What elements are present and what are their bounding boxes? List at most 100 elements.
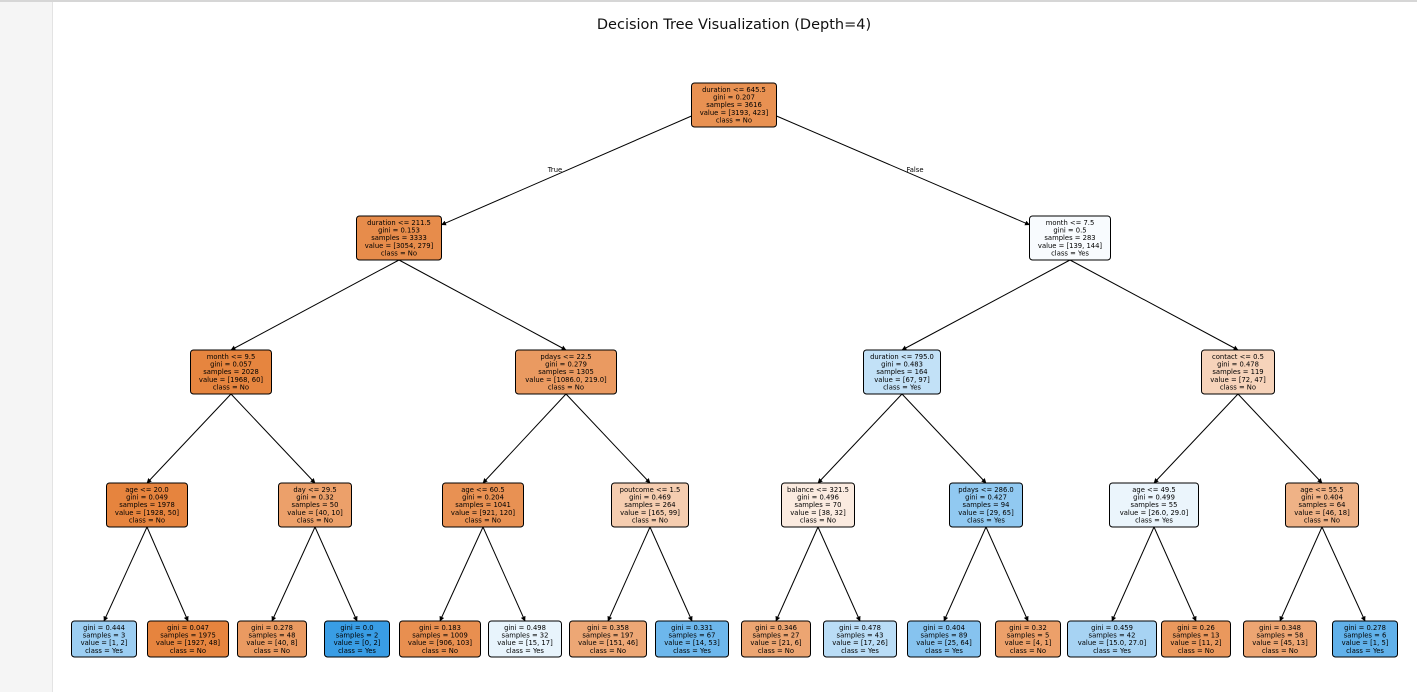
node-text-line: value = [15, 17] [497,639,553,647]
node-box [190,349,272,395]
node-text-line: class = Yes [1135,516,1173,524]
node-text-line: class = Yes [85,647,123,655]
node-text-line: value = [139, 144] [1038,242,1103,250]
node-text-line: gini = 0.5 [1053,227,1086,235]
node-text-line: class = Yes [1051,249,1089,257]
node-text-line: pdays <= 22.5 [540,353,591,361]
node-text-line: gini = 0.427 [965,494,1007,502]
node-text-line: samples = 42 [1089,632,1136,640]
node-text-line: value = [26.0, 29.0] [1120,509,1189,517]
node-text-line: age <= 55.5 [1300,486,1344,494]
edge-label-true: True [547,166,562,174]
node-text-line: class = No [800,516,836,524]
node-text-line: value = [38, 32] [790,509,846,517]
node-text-line: gini = 0.358 [587,624,629,632]
node-text-line: class = No [129,516,165,524]
node-text-line: class = No [1304,516,1340,524]
node-text-line: value = [1927, 48] [156,639,221,647]
tree-edge-n17-n18 [817,393,903,484]
tree-edge-n3-n5 [146,526,189,622]
node-text-line: samples = 1009 [412,632,468,640]
tree-edge-n9-n13 [565,393,651,484]
node-text-line: class = No [297,516,333,524]
tree-edge-n16-n24 [1069,259,1239,351]
tree-edge-n28-n30 [1321,526,1366,622]
tree-edge-n18-n19 [775,526,819,622]
node-text-line: gini = 0.047 [167,624,209,632]
node-text-line: samples = 264 [624,501,675,509]
node-text-line: samples = 6 [1344,632,1387,640]
node-text-line: duration <= 795.0 [870,353,934,361]
node-text-line: gini = 0.183 [419,624,461,632]
notebook-gutter [0,2,53,692]
node-text-line: value = [921, 120] [451,509,516,517]
node-text-line: gini = 0.153 [378,227,420,235]
node-text-line: value = [3193, 423] [700,109,769,117]
node-text-line: class = No [1010,647,1046,655]
node-box [488,620,562,658]
node-box [1161,620,1231,658]
node-text-line: value = [25, 64] [916,639,972,647]
node-text-line: gini = 0.057 [210,361,252,369]
node-text-line: class = No [422,647,458,655]
tree-edge-n13-n15 [649,526,693,622]
node-text-line: samples = 164 [876,368,927,376]
node-text-line: samples = 48 [249,632,296,640]
node-text-line: gini = 0.483 [881,361,923,369]
node-text-line: gini = 0.26 [1177,624,1215,632]
node-text-line: samples = 1975 [160,632,216,640]
node-text-line: gini = 0.207 [713,94,755,102]
node-box [823,620,897,658]
tree-edge-n24-n25 [1153,393,1239,484]
node-box [515,349,617,395]
node-text-line: samples = 3 [83,632,126,640]
node-text-line: class = No [381,249,417,257]
node-text-line: value = [21, 6] [750,639,802,647]
node-text-line: value = [15.0, 27.0] [1078,639,1147,647]
node-text-line: value = [3054, 279] [365,242,434,250]
node-text-line: gini = 0.32 [296,494,334,502]
node-text-line: value = [1928, 50] [115,509,180,517]
tree-edge-n21-n22 [943,526,987,622]
node-text-line: duration <= 645.5 [702,86,766,94]
node-text-line: value = [45, 13] [1252,639,1308,647]
tree-edge-n24-n28 [1237,393,1323,484]
node-text-line: value = [46, 18] [1294,509,1350,517]
node-box [71,620,137,658]
node-text-line: samples = 3616 [706,101,762,109]
tree-edge-n10-n11 [439,526,484,622]
node-text-line: pdays <= 286.0 [958,486,1014,494]
node-text-line: class = No [170,647,206,655]
node-text-line: class = Yes [925,647,963,655]
node-text-line: value = [14, 53] [664,639,720,647]
node-text-line: gini = 0.346 [755,624,797,632]
node-text-line: samples = 32 [502,632,549,640]
node-text-line: samples = 43 [837,632,884,640]
tree-edge-n18-n20 [817,526,861,622]
node-text-line: gini = 0.279 [545,361,587,369]
node-text-line: class = Yes [967,516,1005,524]
node-text-line: samples = 197 [582,632,633,640]
node-box [611,482,689,528]
node-text-line: class = No [1178,647,1214,655]
node-box [237,620,307,658]
node-text-line: samples = 89 [921,632,968,640]
node-box [741,620,811,658]
node-text-line: gini = 0.469 [629,494,671,502]
node-box [442,482,524,528]
tree-edge-n2-n3 [146,393,232,484]
node-box [1067,620,1157,658]
